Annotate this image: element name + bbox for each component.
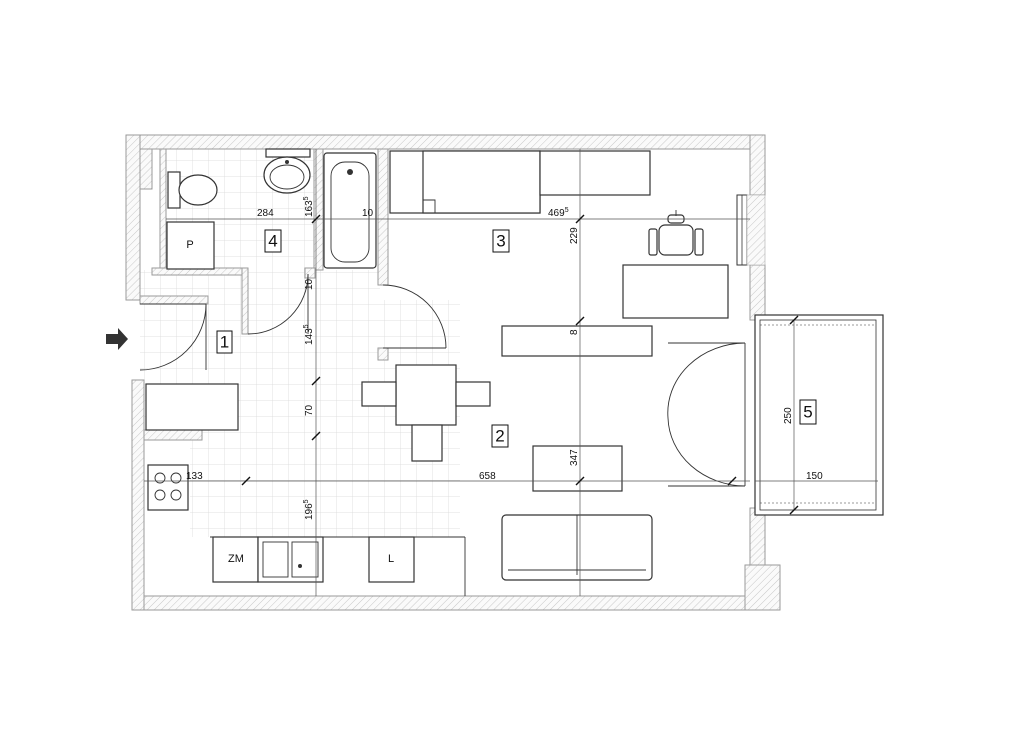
entrance-arrow-icon xyxy=(106,328,128,350)
living-furniture xyxy=(361,325,653,581)
svg-text:3: 3 xyxy=(496,232,505,251)
dim-347: 347 xyxy=(569,449,580,466)
dim-284: 284 xyxy=(257,208,274,219)
dim-658: 658 xyxy=(479,471,496,482)
svg-text:5: 5 xyxy=(803,403,812,422)
dim-143: 1435 xyxy=(303,324,315,345)
label-zm: ZM xyxy=(228,553,244,565)
bedroom-furniture xyxy=(389,150,729,319)
dimension-lines xyxy=(144,149,878,596)
label-l: L xyxy=(388,553,394,565)
label-p: P xyxy=(186,239,193,251)
dim-196: 1965 xyxy=(303,499,315,520)
inner-walls xyxy=(139,148,389,441)
dim-10-b: 10 xyxy=(304,278,315,290)
dim-8: 8 xyxy=(569,329,580,335)
dim-10-a: 10 xyxy=(362,208,374,219)
room-label-1: 1 xyxy=(216,330,233,354)
dim-133: 133 xyxy=(186,471,203,482)
room-label-4: 4 xyxy=(264,229,282,253)
window-right xyxy=(736,194,766,266)
svg-text:1: 1 xyxy=(220,333,229,352)
dim-469: 4695 xyxy=(548,207,569,219)
balcony xyxy=(754,314,884,516)
room-label-2: 2 xyxy=(491,424,509,448)
room-label-3: 3 xyxy=(492,229,510,253)
svg-text:2: 2 xyxy=(495,427,504,446)
dim-70: 70 xyxy=(304,404,315,416)
room-label-5: 5 xyxy=(799,399,817,425)
dim-250: 250 xyxy=(783,407,794,424)
svg-text:4: 4 xyxy=(268,232,277,251)
kitchen-fixtures xyxy=(145,383,466,596)
dim-229: 229 xyxy=(569,227,580,244)
doors xyxy=(139,273,746,487)
bathroom-fixtures xyxy=(166,148,377,270)
dim-150: 150 xyxy=(806,471,823,482)
outer-walls xyxy=(125,134,781,611)
dim-163: 1635 xyxy=(303,196,315,217)
